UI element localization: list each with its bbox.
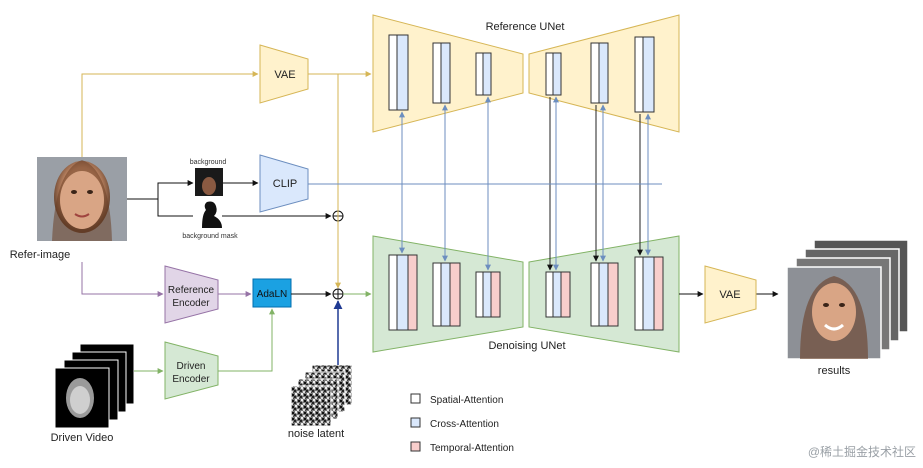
denoising-attention-blocks: [388, 254, 664, 331]
legend-swatch-temporal: [410, 441, 421, 452]
reference-unet: Reference UNet: [372, 14, 680, 133]
driven-video-frames-icon: Driven Video: [51, 343, 135, 444]
vae-top-label: VAE: [274, 69, 295, 81]
denoising-unet: Denoising UNet: [372, 235, 680, 353]
noise-latent-label: noise latent: [288, 428, 344, 440]
background-mask-label: background mask: [182, 233, 238, 240]
clip-encoder: CLIP: [259, 154, 309, 213]
watermark: @稀土掘金技术社区: [808, 444, 916, 459]
adaln-block: AdaLN: [252, 278, 292, 308]
driven-encoder-line1: Driven: [177, 361, 206, 372]
background-branch: background background mask: [182, 159, 238, 240]
refer-image: Refer-image: [10, 157, 127, 261]
connectors: [81, 71, 779, 374]
results-label: results: [818, 365, 851, 377]
results-photo-icon: results: [786, 239, 909, 377]
adaln-label: AdaLN: [257, 289, 288, 300]
reference-unet-title: Reference UNet: [486, 21, 565, 33]
driven-encoder: Driven Encoder: [164, 341, 219, 400]
background-mask-icon: [202, 201, 222, 228]
legend-cross-label: Cross-Attention: [430, 419, 499, 430]
denoising-unet-title: Denoising UNet: [488, 340, 565, 352]
reference-attention-blocks: [388, 34, 655, 113]
clip-label: CLIP: [273, 178, 297, 190]
reference-encoder-line1: Reference: [168, 285, 215, 296]
legend-spatial-label: Spatial-Attention: [430, 395, 503, 406]
vae-right: VAE: [704, 265, 757, 324]
legend: Spatial-Attention Cross-Attention Tempor…: [410, 393, 514, 454]
reference-encoder: Reference Encoder: [164, 265, 219, 324]
vae-right-label: VAE: [719, 289, 740, 301]
driven-encoder-line2: Encoder: [172, 374, 210, 385]
legend-swatch-cross: [410, 417, 421, 428]
vae-top: VAE: [259, 44, 309, 104]
legend-swatch-spatial: [410, 393, 421, 404]
legend-temporal-label: Temporal-Attention: [430, 443, 514, 454]
refer-image-label: Refer-image: [10, 249, 71, 261]
driven-video-label: Driven Video: [51, 432, 114, 444]
reference-encoder-line2: Encoder: [172, 298, 210, 309]
noise-latent-icon: noise latent: [288, 364, 353, 440]
background-label: background: [190, 159, 227, 166]
